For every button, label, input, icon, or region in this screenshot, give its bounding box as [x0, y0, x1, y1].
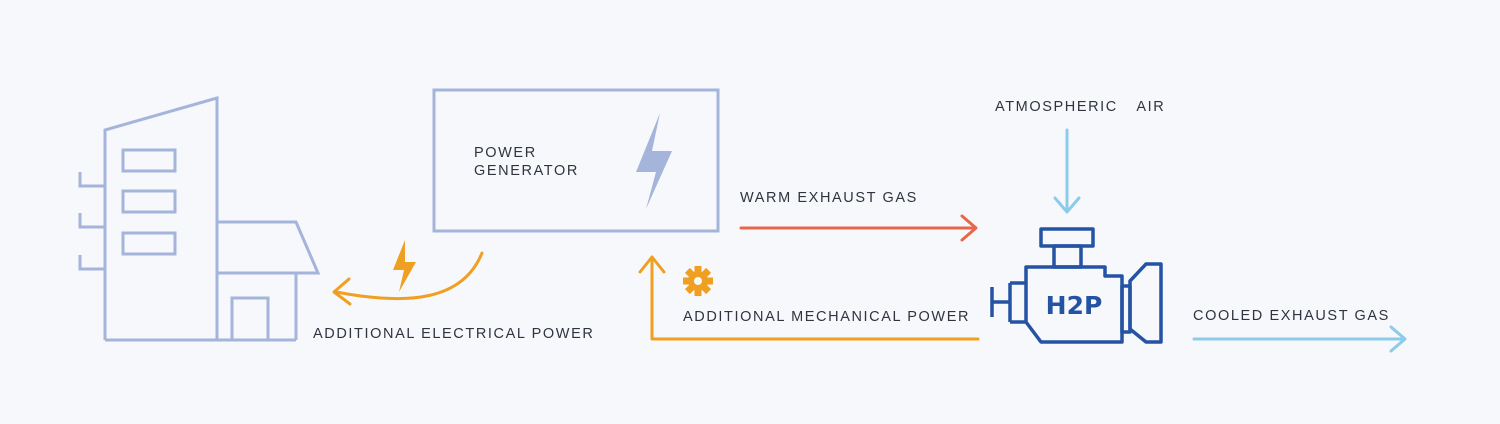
electrical-power-label: ADDITIONAL ELECTRICAL POWER	[313, 326, 595, 342]
cooled-exhaust-label: COOLED EXHAUST GAS	[1193, 308, 1390, 324]
atmospheric-air-arrow	[1053, 128, 1081, 214]
generator-box	[432, 88, 720, 233]
lightning-bolt-icon	[636, 113, 672, 209]
atmospheric-air-label: ATMOSPHERIC AIR	[995, 99, 1166, 115]
generator-label-line2: GENERATOR	[474, 163, 579, 179]
warm-exhaust-arrow	[739, 214, 978, 242]
engine-badge: H2P	[1046, 291, 1103, 320]
electrical-power-arrow	[332, 251, 484, 306]
generator-label-line1: POWER	[474, 145, 537, 161]
electric-bolt-icon	[393, 240, 416, 292]
engine-icon	[990, 227, 1163, 344]
gear-icon	[683, 266, 713, 296]
cooled-exhaust-arrow	[1192, 325, 1407, 353]
generator-label: POWER GENERATOR	[474, 144, 579, 180]
mechanical-power-arrow	[638, 255, 980, 341]
mechanical-power-label: ADDITIONAL MECHANICAL POWER	[683, 309, 971, 325]
building-icon	[78, 96, 321, 342]
warm-exhaust-label: WARM EXHAUST GAS	[740, 190, 918, 206]
